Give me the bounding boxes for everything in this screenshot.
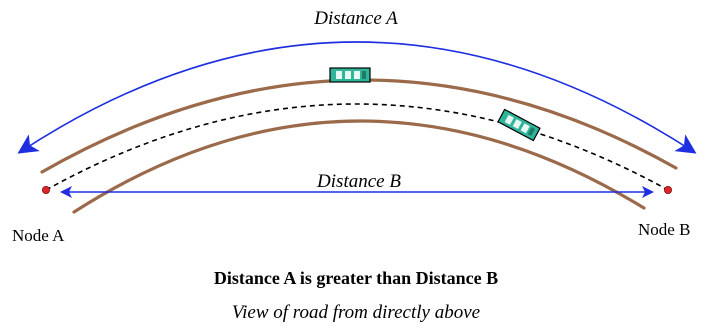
node-a-label: Node A xyxy=(12,226,65,245)
car-icon xyxy=(329,67,371,83)
distance-b-label: Distance B xyxy=(316,171,401,192)
road-outer-edge xyxy=(40,78,678,174)
distance-a-label: Distance A xyxy=(313,8,398,29)
road-inner-edge xyxy=(72,119,646,214)
car-icon xyxy=(497,108,541,142)
node-b-label: Node B xyxy=(638,220,690,239)
node-a-marker xyxy=(42,185,51,194)
distance-a-arrow xyxy=(17,41,697,154)
caption-sub: View of road from directly above xyxy=(232,302,480,323)
caption-main: Distance A is greater than Distance B xyxy=(214,268,498,288)
node-b-marker xyxy=(664,185,673,194)
road-centerline xyxy=(45,103,669,191)
